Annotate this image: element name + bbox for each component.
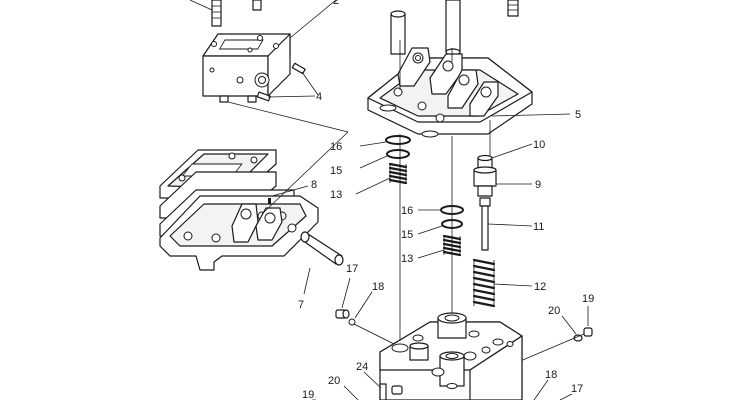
callout-7: 7 [298, 299, 304, 311]
valve-cap-10 [477, 143, 533, 169]
callout-13: 13 [330, 189, 342, 201]
callout-2: 2 [333, 0, 339, 7]
callout-18: 18 [545, 369, 557, 381]
valve-stem-11 [479, 197, 533, 251]
callout-15: 15 [401, 229, 413, 241]
callout-20: 20 [328, 375, 340, 387]
ball-18a [348, 291, 399, 347]
block-studs [189, 0, 337, 39]
upper-valve-block [202, 33, 291, 103]
washer-20a [561, 315, 583, 342]
callout-19: 19 [302, 389, 314, 400]
callout-15: 15 [330, 165, 342, 177]
callout-10: 10 [533, 139, 545, 151]
seal-ring-16a [359, 135, 411, 147]
bottom-small-parts [312, 371, 573, 400]
callout-24: 24 [356, 361, 368, 373]
callout-4: 4 [316, 91, 322, 103]
o-ring-15b [417, 219, 463, 235]
callout-17: 17 [571, 383, 583, 395]
plug-17a [335, 277, 351, 319]
callout-9: 9 [535, 179, 541, 191]
callout-20: 20 [548, 305, 560, 317]
spring-12 [472, 258, 533, 308]
callout-19: 19 [582, 293, 594, 305]
spring-13b [417, 234, 462, 259]
callout-11: 11 [533, 221, 544, 233]
callout-13: 13 [401, 253, 413, 265]
o-ring-15a [359, 149, 410, 169]
valve-body-9 [473, 166, 532, 197]
callout-12: 12 [534, 281, 546, 293]
callout-labels: 2 4 5 16 15 13 10 9 8 16 11 15 13 17 18 … [298, 0, 594, 400]
callout-16: 16 [401, 205, 413, 217]
plug-19a [517, 306, 593, 363]
plungers-top [390, 0, 519, 56]
lever-plate-8 [159, 185, 319, 271]
callout-8: 8 [311, 179, 317, 191]
callout-16: 16 [330, 141, 342, 153]
callout-5: 5 [575, 109, 581, 121]
callout-18: 18 [372, 281, 384, 293]
pins-4 [256, 62, 319, 102]
callout-17: 17 [346, 263, 358, 275]
main-valve-body [379, 312, 523, 400]
spring-13a [355, 162, 408, 195]
seal-ring-16b [418, 205, 464, 215]
lever-plate-5 [367, 40, 571, 138]
pin-7 [300, 231, 344, 295]
